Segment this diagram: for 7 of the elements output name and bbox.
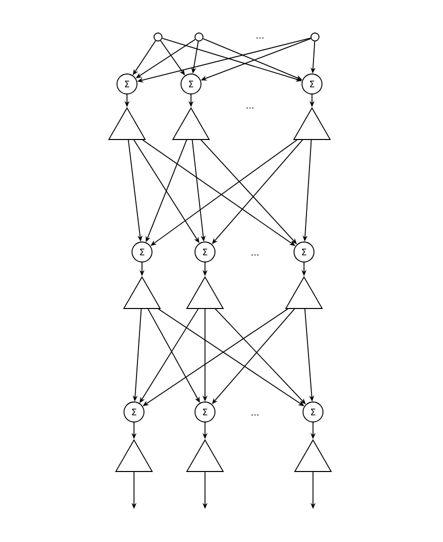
ellipsis: ...: [256, 37, 264, 39]
input-circle: [154, 32, 162, 42]
input-circle: [310, 32, 320, 42]
ellipsis: ...: [252, 254, 258, 256]
ellipsis: ...: [252, 414, 258, 416]
ellipsis: ...: [246, 107, 254, 109]
input-circle: [194, 32, 204, 42]
